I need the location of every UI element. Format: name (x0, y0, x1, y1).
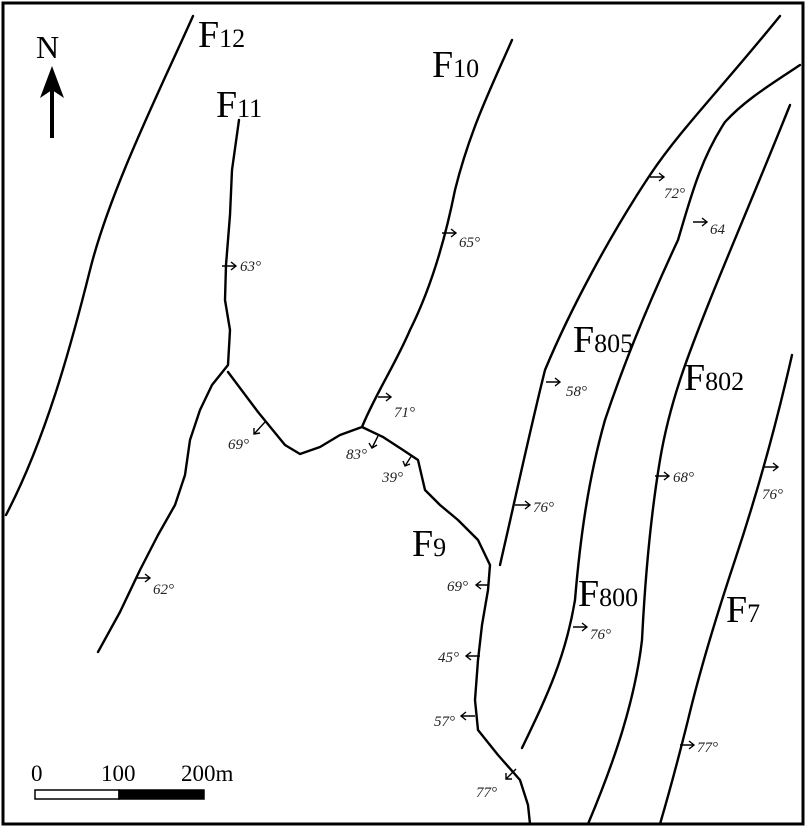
dip-tick (474, 580, 489, 590)
fault-line-f805 (498, 14, 782, 567)
dip-label: 76° (762, 487, 783, 503)
dip-tick (402, 454, 413, 467)
dip-tick (137, 573, 152, 583)
scale-label-0: 0 (31, 761, 43, 786)
fault-label-f11: F11 (216, 84, 262, 126)
dip-label: 76° (590, 627, 611, 643)
dip-label: 76° (533, 500, 554, 516)
dip-tick (650, 172, 666, 182)
dip-label: 68° (673, 470, 694, 486)
fault-label-f7: F7 (726, 589, 760, 631)
dip-tick (459, 711, 475, 721)
dip-label: 69° (447, 579, 468, 595)
dip-label: 64 (710, 222, 726, 238)
dip-tick (655, 471, 671, 481)
dip-tick (680, 740, 696, 750)
dip-label: 45° (438, 650, 459, 666)
dip-label: 77° (697, 740, 718, 756)
dip-labels: 63° 62° 69° 65° 71° 83° 39° 69° 45° 57° … (153, 186, 783, 801)
fault-line-f800 (520, 63, 802, 750)
fault-label-f805: F805 (573, 319, 633, 361)
scale-label-100: 100 (101, 761, 136, 786)
dip-label: 39° (381, 470, 403, 486)
dip-tick (464, 651, 480, 661)
fault-label-f802: F802 (684, 357, 744, 399)
scale-bar-black-segment (118, 789, 205, 800)
dip-label: 62° (153, 582, 174, 598)
scale-label-200m: 200m (181, 761, 234, 786)
north-label: N (36, 29, 59, 65)
dip-tick (253, 421, 266, 435)
scale-bar: 0 100 200m (31, 761, 234, 800)
dip-label: 63° (240, 259, 261, 275)
dip-tick (573, 622, 589, 632)
dip-tick (546, 377, 562, 387)
fault-label-f800: F800 (578, 573, 638, 615)
fault-label-f10: F10 (432, 44, 479, 86)
fault-line-f7 (658, 353, 794, 826)
dip-ticks (137, 172, 780, 780)
fault-line-f802 (586, 103, 792, 826)
fault-labels: F12 F11 F10 F9 F805 F802 F800 F7 (198, 14, 760, 631)
fault-line-f9 (226, 370, 532, 826)
dip-tick (505, 768, 517, 780)
dip-tick (222, 261, 238, 271)
dip-label: 65° (459, 235, 480, 251)
dip-label: 58° (566, 384, 587, 400)
fault-line-f10 (360, 38, 514, 429)
dip-label: 83° (346, 447, 367, 463)
dip-label: 71° (394, 405, 415, 421)
dip-label: 69° (228, 437, 249, 453)
dip-label: 77° (476, 785, 497, 801)
dip-tick (368, 435, 379, 449)
north-arrow: N (36, 29, 64, 138)
dip-tick (693, 217, 709, 227)
dip-tick (764, 462, 780, 472)
north-arrow-head (40, 66, 64, 98)
scale-bar-white-segment (34, 789, 120, 800)
dip-tick (515, 500, 532, 510)
dip-tick (378, 392, 393, 402)
dip-label: 57° (434, 714, 455, 730)
fault-line-f11 (96, 118, 241, 654)
dip-tick (442, 228, 458, 238)
fault-line-f12 (4, 14, 195, 517)
fault-label-f9: F9 (412, 523, 446, 565)
fault-label-f12: F12 (198, 14, 245, 56)
dip-label: 72° (664, 186, 685, 202)
